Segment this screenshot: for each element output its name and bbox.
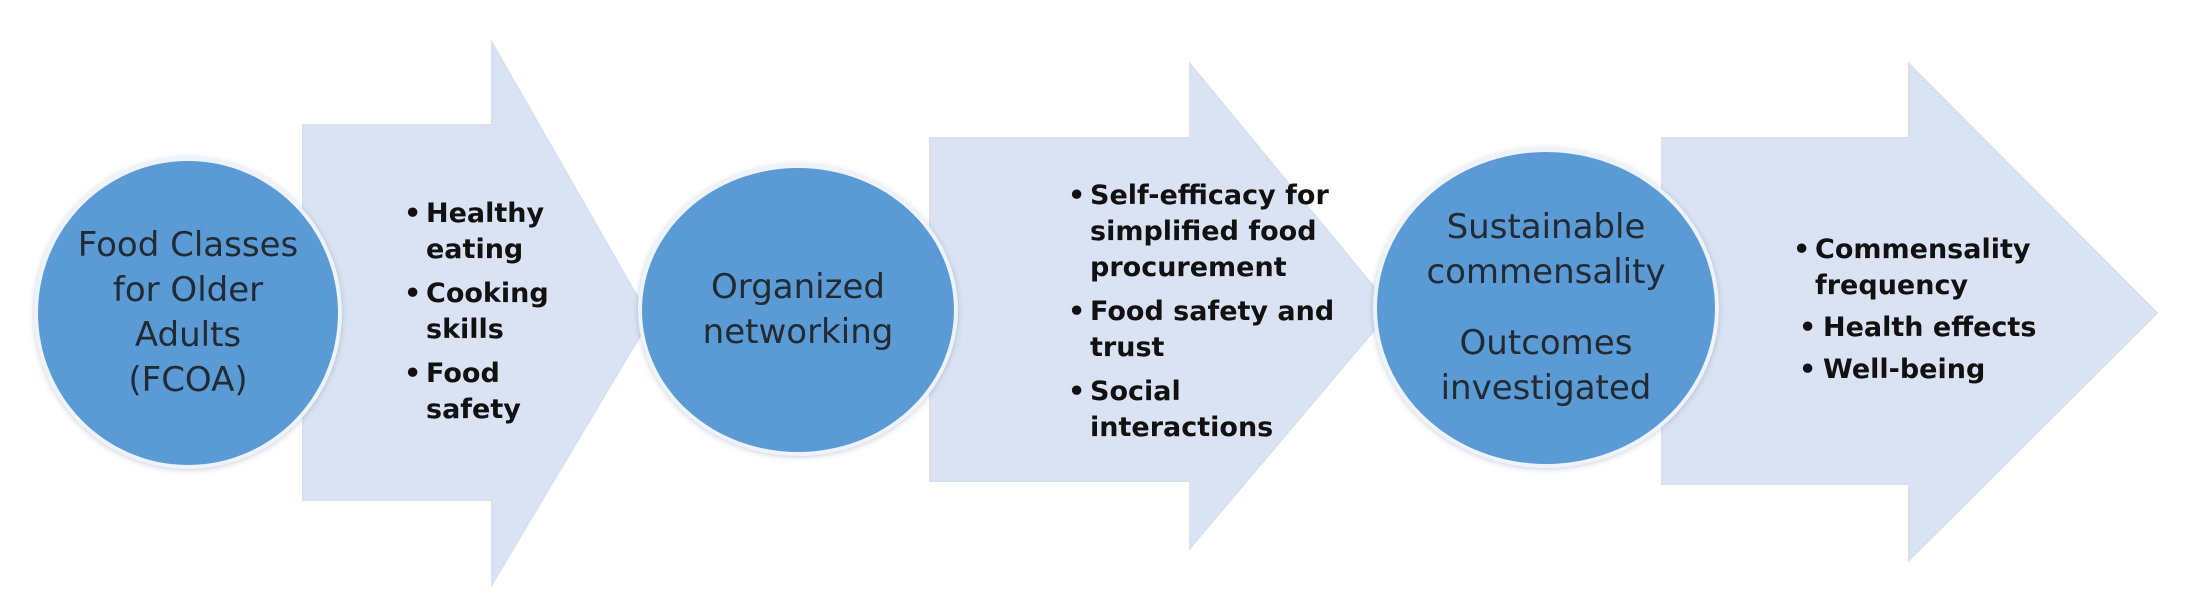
bullet-item: Cooking skills [404, 276, 594, 348]
stage-circle-fcoa: Food Classes for Older Adults (FCOA) [34, 157, 342, 469]
bullet-item: Health effects [1793, 310, 2093, 346]
bullet-item: Food safety and trust [1068, 294, 1358, 366]
bullet-item: Social interactions [1068, 374, 1358, 446]
circle-line: networking [702, 312, 894, 352]
stage-circle-commensality: Sustainable commensality Outcomes invest… [1373, 148, 1719, 468]
stage-3-bullets: Commensality frequency Health effects We… [1793, 232, 2093, 394]
bullet-item: Healthy eating [404, 196, 594, 268]
stage-2-bullets: Self-efficacy for simplified food procur… [1068, 178, 1358, 454]
circle-subtitle: Outcomes investigated [1426, 321, 1665, 411]
circle-line: for Older [112, 270, 264, 311]
circle-line: investigated [1440, 367, 1652, 408]
circle-line: Sustainable [1446, 207, 1646, 248]
circle-title: Sustainable commensality [1426, 205, 1665, 295]
circle-line: Food Classes [77, 225, 299, 266]
bullet-item: Well-being [1793, 352, 2093, 388]
circle-line: Outcomes [1459, 323, 1633, 363]
bullet-item: Commensality frequency [1793, 232, 2093, 304]
stage-circle-networking: Organized networking [638, 164, 958, 456]
circle-line: Adults [134, 315, 242, 355]
stage-1-bullets: Healthy eating Cooking skills Food safet… [404, 196, 594, 436]
circle-line: commensality [1426, 252, 1666, 293]
circle-line: (FCOA) [128, 359, 248, 400]
bullet-item: Self-efficacy for simplified food procur… [1068, 178, 1358, 286]
bullet-item: Food safety [404, 356, 594, 428]
circle-line: Organized [711, 267, 885, 308]
